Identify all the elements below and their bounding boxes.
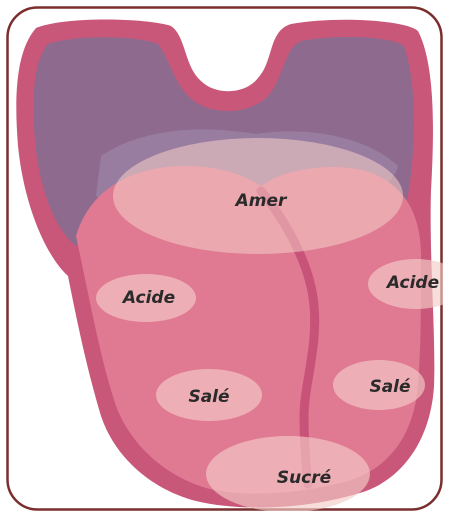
label-sucre: Sucré xyxy=(277,468,332,488)
label-sale-right: Salé xyxy=(369,377,411,397)
label-acide-left: Acide xyxy=(121,288,175,308)
label-acide-right: Acide xyxy=(385,273,439,293)
label-sale-left: Salé xyxy=(188,387,230,407)
label-amer: Amer xyxy=(234,191,288,211)
tongue-taste-map: Amer Acide Acide Salé Salé Sucré xyxy=(6,6,443,511)
